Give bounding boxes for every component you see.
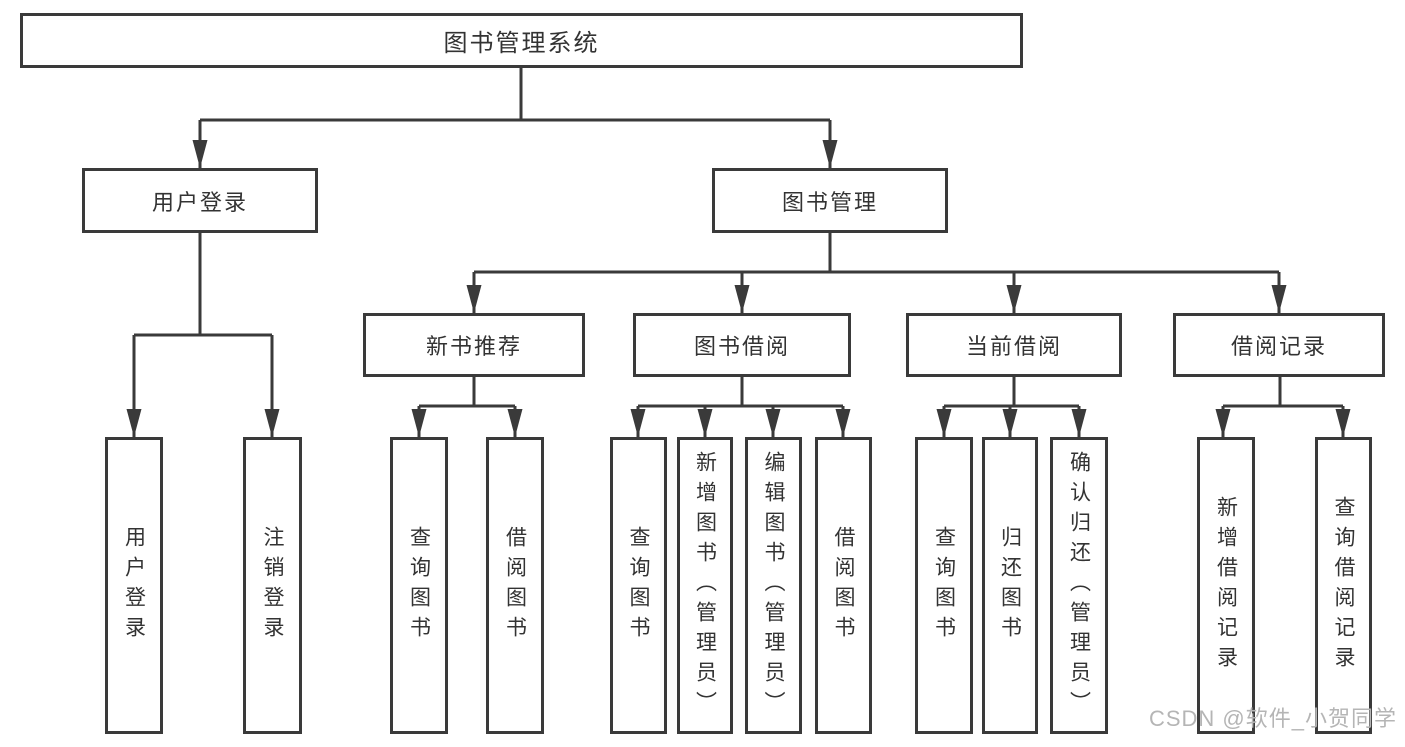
node-label: 图书管理 <box>781 189 878 215</box>
node-label: 借阅记录 <box>1230 334 1327 359</box>
leaf-query-books-3: 查询图书 <box>915 437 973 734</box>
node-label: 查询图书 <box>932 525 956 646</box>
connector-bookmgmt-children <box>472 233 1281 313</box>
leaf-logout: 注销登录 <box>243 437 302 734</box>
node-book-management: 图书管理 <box>712 168 948 233</box>
node-label: 注销登录 <box>261 525 284 646</box>
leaf-user-login: 用户登录 <box>105 437 163 734</box>
node-label: 图书借阅 <box>693 334 790 359</box>
node-label: 新书推荐 <box>425 334 522 359</box>
node-label: 当前借阅 <box>965 334 1062 359</box>
csdn-watermark: CSDN @软件_小贺同学 <box>1148 706 1397 731</box>
leaf-add-borrow-record: 新增借阅记录 <box>1197 437 1255 734</box>
leaf-add-books-admin: 新增图书（管理员） <box>677 437 733 734</box>
node-label: 查询图书 <box>407 525 431 646</box>
node-label: 借阅图书 <box>503 525 527 646</box>
node-new-book-recommend: 新书推荐 <box>363 313 585 377</box>
leaf-query-books-2: 查询图书 <box>610 437 667 734</box>
leaf-borrow-books-1: 借阅图书 <box>486 437 544 734</box>
connector-bookborrow-children <box>636 377 845 437</box>
arrowheads <box>126 140 1351 437</box>
leaf-confirm-return-admin: 确认归还（管理员） <box>1050 437 1108 734</box>
node-borrowing-records: 借阅记录 <box>1173 313 1385 377</box>
node-label: 确认归还（管理员） <box>1067 450 1091 721</box>
leaf-query-books-1: 查询图书 <box>390 437 448 734</box>
node-label: 借阅图书 <box>832 525 855 646</box>
node-label: 用户登录 <box>151 189 248 215</box>
node-label: 新增图书（管理员） <box>693 450 717 721</box>
leaf-edit-books-admin: 编辑图书（管理员） <box>745 437 802 734</box>
node-current-borrowing: 当前借阅 <box>906 313 1122 377</box>
connector-newbook-children <box>417 377 517 437</box>
connector-borrowrecords-children <box>1221 377 1345 437</box>
leaf-borrow-books-2: 借阅图书 <box>815 437 872 734</box>
connector-root-to-level2 <box>198 68 832 168</box>
leaf-return-books: 归还图书 <box>982 437 1038 734</box>
node-user-login: 用户登录 <box>82 168 318 233</box>
node-label: 用户登录 <box>122 525 146 646</box>
node-label: 编辑图书（管理员） <box>762 450 785 721</box>
leaf-query-borrow-record: 查询借阅记录 <box>1315 437 1372 734</box>
node-label: 查询图书 <box>627 525 650 646</box>
node-label: 新增借阅记录 <box>1214 495 1238 676</box>
node-label: 图书管理系统 <box>443 30 600 57</box>
node-book-borrowing: 图书借阅 <box>633 313 851 377</box>
connector-userlogin-children <box>132 233 274 437</box>
node-library-management-system: 图书管理系统 <box>20 13 1023 68</box>
node-label: 归还图书 <box>998 525 1022 646</box>
node-label: 查询借阅记录 <box>1332 495 1355 676</box>
